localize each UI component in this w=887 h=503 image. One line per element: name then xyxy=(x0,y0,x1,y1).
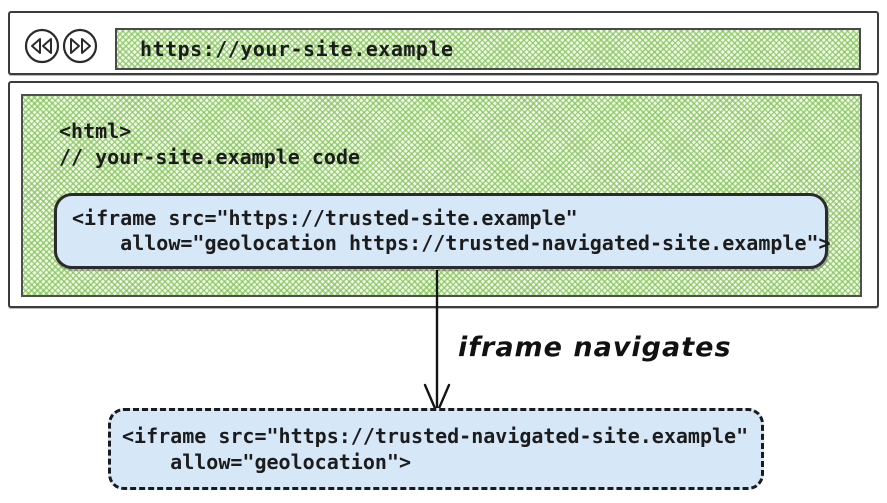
arrow-label: iframe navigates xyxy=(458,332,732,363)
iframe-navigated-code: <iframe src="https://trusted-navigated-s… xyxy=(111,423,748,475)
iframe-allow-line: allow="geolocation https://trusted-navig… xyxy=(72,231,831,255)
fast-forward-icon xyxy=(62,28,98,64)
iframe-navigated-src-line: <iframe src="https://trusted-navigated-s… xyxy=(122,424,749,448)
page-content-area: <html>// your-site.example code <iframe … xyxy=(21,94,862,297)
iframe-original-box: <iframe src="https://trusted-site.exampl… xyxy=(54,193,831,269)
browser-toolbar: https://your-site.example xyxy=(8,11,879,75)
url-text: https://your-site.example xyxy=(140,37,454,61)
iframe-original-code: <iframe src="https://trusted-site.exampl… xyxy=(57,206,831,256)
code-line-html-tag: <html> xyxy=(59,119,132,143)
page-source-code: <html>// your-site.example code xyxy=(59,118,360,170)
code-line-comment: // your-site.example code xyxy=(59,145,361,169)
iframe-src-line: <iframe src="https://trusted-site.exampl… xyxy=(72,206,578,230)
browser-viewport: <html>// your-site.example code <iframe … xyxy=(8,81,879,308)
back-button xyxy=(24,28,60,64)
iframe-navigated-allow-line: allow="geolocation"> xyxy=(122,450,411,474)
rewind-icon xyxy=(24,28,60,64)
iframe-navigated-box: <iframe src="https://trusted-navigated-s… xyxy=(108,408,764,490)
address-bar: https://your-site.example xyxy=(115,28,861,70)
forward-button xyxy=(62,28,98,64)
